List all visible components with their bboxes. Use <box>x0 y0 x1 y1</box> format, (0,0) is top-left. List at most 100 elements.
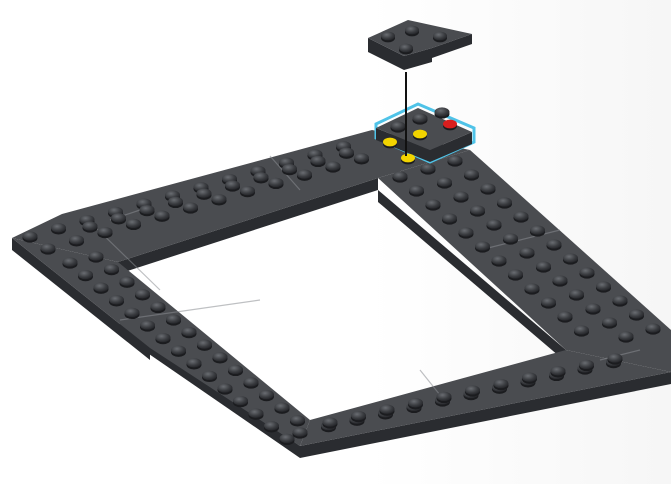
stud <box>448 155 463 164</box>
stud <box>151 302 166 311</box>
stud <box>393 171 408 180</box>
stud <box>401 154 415 163</box>
stud <box>383 138 397 147</box>
stud <box>111 213 126 222</box>
stud <box>240 186 255 195</box>
stud <box>580 267 595 276</box>
stud <box>541 297 556 306</box>
stud <box>569 289 584 298</box>
stud <box>290 415 305 424</box>
stud <box>399 44 413 53</box>
stud <box>225 180 240 189</box>
stud <box>503 233 518 242</box>
stud <box>354 153 369 162</box>
stud <box>530 225 545 234</box>
stud <box>596 281 611 290</box>
stud <box>339 148 354 157</box>
stud <box>380 405 395 414</box>
stud <box>135 289 150 298</box>
stud <box>120 277 135 286</box>
stud <box>213 352 228 361</box>
stud <box>433 32 447 41</box>
stud <box>442 213 457 222</box>
stud <box>443 120 457 129</box>
stud <box>197 340 212 349</box>
stud <box>249 409 264 418</box>
stud <box>269 178 284 187</box>
stud <box>551 366 566 375</box>
stud <box>558 311 573 320</box>
stud <box>579 360 594 369</box>
stud <box>23 231 38 240</box>
stud <box>311 156 326 165</box>
stud <box>259 390 274 399</box>
stud <box>244 377 259 386</box>
stud <box>183 202 198 211</box>
stud <box>381 32 395 41</box>
stud <box>421 163 436 172</box>
stud <box>459 227 474 236</box>
stud <box>280 434 295 443</box>
stud <box>522 373 537 382</box>
stud <box>547 239 562 248</box>
stud <box>470 205 485 214</box>
stud <box>408 398 423 407</box>
stud <box>197 189 212 198</box>
stud <box>563 253 578 262</box>
stud <box>125 308 140 317</box>
stud <box>94 283 109 292</box>
stud <box>78 270 93 279</box>
stud <box>326 161 341 170</box>
stud <box>212 194 227 203</box>
stud <box>475 241 490 250</box>
stud <box>629 309 644 318</box>
stud <box>264 421 279 430</box>
stud <box>508 269 523 278</box>
stud <box>155 211 170 220</box>
stud <box>465 385 480 394</box>
stud <box>275 403 290 412</box>
stud <box>487 219 502 228</box>
stud <box>109 295 124 304</box>
stud <box>69 235 84 244</box>
stud <box>63 257 78 266</box>
stud <box>497 197 512 206</box>
stud <box>586 303 601 312</box>
stud <box>426 199 441 208</box>
stud <box>228 365 243 374</box>
stud <box>435 107 450 116</box>
stud <box>104 264 119 273</box>
stud <box>351 411 366 420</box>
stud <box>608 353 623 362</box>
stud <box>405 26 419 35</box>
stud <box>391 121 406 130</box>
stud <box>202 371 217 380</box>
stud <box>218 383 233 392</box>
stud <box>464 169 479 178</box>
stud <box>126 219 141 228</box>
stud <box>520 247 535 256</box>
stud <box>233 396 248 405</box>
stud <box>413 130 427 139</box>
stud <box>602 317 617 326</box>
l-shaped-plate-part <box>368 20 472 70</box>
stud <box>156 333 171 342</box>
stud <box>646 323 661 332</box>
stud <box>574 325 589 334</box>
stud <box>492 255 507 264</box>
stud <box>140 205 155 214</box>
stud <box>536 261 551 270</box>
stud <box>41 243 56 252</box>
stud <box>619 331 634 340</box>
stud <box>525 283 540 292</box>
stud <box>413 113 428 122</box>
stud <box>553 275 568 284</box>
stud <box>168 197 183 206</box>
stud <box>187 358 202 367</box>
stud <box>98 227 113 236</box>
stud <box>51 223 66 232</box>
stud <box>437 392 452 401</box>
stud <box>613 295 628 304</box>
